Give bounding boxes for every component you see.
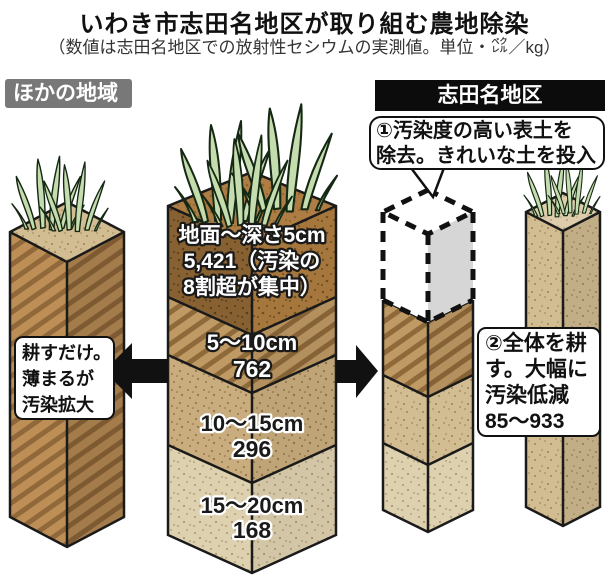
becquerel-unit-icon: ベク レル [491, 36, 508, 54]
label-other-regions: ほかの地域 [5, 79, 132, 108]
label-shidana-district: 志田名地区 [375, 80, 605, 111]
arrow-left-icon [104, 343, 168, 399]
arrow-right-icon [336, 345, 378, 398]
treated-soil-column [377, 187, 479, 534]
layer2-depth-label: 5～10cm [207, 330, 298, 355]
layer2-value-label: 762 [233, 356, 271, 382]
layer1-depth-label: 地面～深さ5cm [178, 223, 325, 247]
note-other-regions: 耕すだけ。 薄まるが 汚染拡大 [14, 336, 115, 420]
center-soil-column: 地面～深さ5cm 5,421（汚染の 8割超が集中） 5～10cm 762 10… [166, 103, 339, 575]
layer1-note-label: 8割超が集中） [183, 275, 321, 299]
removed-topsoil-cube [377, 187, 479, 325]
layer1-value-label: 5,421（汚染の [184, 249, 321, 273]
layer4-depth-label: 15～20cm [201, 493, 304, 518]
note-step2: ②全体を耕 す。大幅に 汚染低減 85～933 [477, 327, 601, 437]
layer3-depth-label: 10～15cm [201, 411, 304, 436]
subtitle: （数値は志田名地区での放射性セシウムの実測値。単位・ ベク レル ／kg） [0, 33, 609, 58]
layer4-value-label: 168 [233, 517, 272, 543]
subtitle-suffix: ／kg） [508, 38, 561, 57]
subtitle-prefix: （数値は志田名地区での放射性セシウムの実測値。単位・ [48, 38, 491, 57]
page-title: いわき市志田名地区が取り組む農地除染 [79, 11, 530, 38]
callout-step1: ①汚染度の高い表土を 除去。きれいな土を投入 [369, 116, 605, 170]
layer3-value-label: 296 [233, 436, 271, 462]
